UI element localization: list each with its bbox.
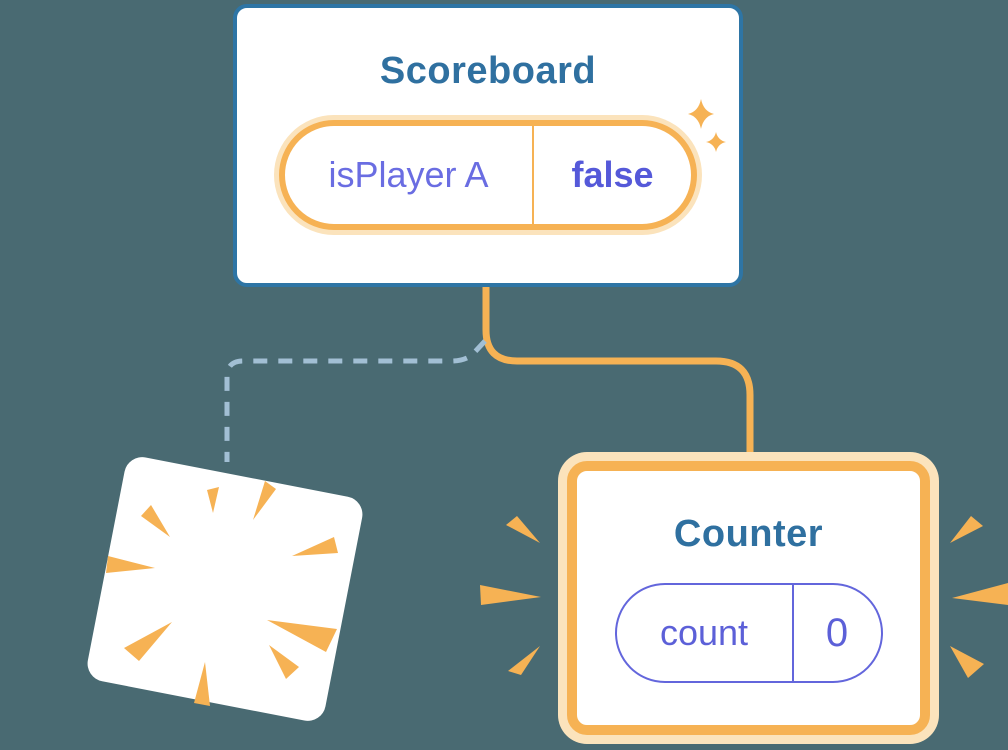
counter-state-name: count [659, 612, 749, 653]
counter-pill-divider [791, 585, 794, 681]
scoreboard-title: Scoreboard [379, 50, 597, 92]
scoreboard-state-value: false [571, 154, 654, 195]
poof-icon [87, 457, 363, 721]
connector-removed-component [224, 339, 487, 462]
burst-left-icon [480, 516, 541, 675]
counter-state-pill: count 0 [614, 583, 883, 683]
burst-right-icon [950, 516, 1008, 678]
scoreboard-state-pill: isPlayer A false [279, 120, 697, 230]
destroyed-component-square [87, 457, 363, 721]
scoreboard-pill-divider [532, 126, 534, 224]
counter-card: Counter count 0 [567, 461, 930, 735]
counter-title: Counter [673, 513, 824, 555]
connector-new-component [482, 280, 754, 460]
scoreboard-state-name: isPlayer A [328, 154, 489, 195]
counter-state-value: 0 [825, 610, 849, 655]
scoreboard-card: Scoreboard isPlayer A false [233, 4, 743, 287]
